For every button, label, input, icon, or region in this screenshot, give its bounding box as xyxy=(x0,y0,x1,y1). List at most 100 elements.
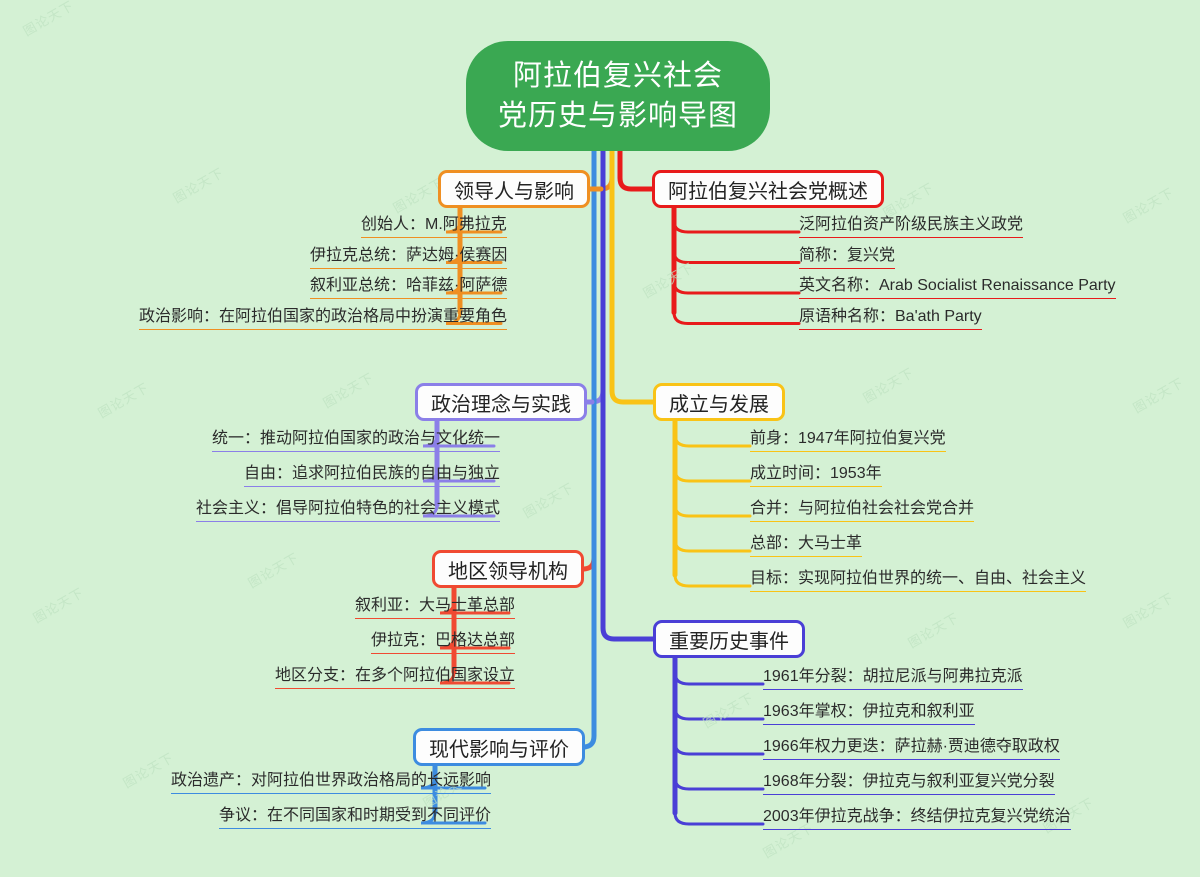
branch-node-modern[interactable]: 现代影响与评价 xyxy=(413,728,585,766)
connector xyxy=(673,538,752,553)
leaf-label: 合并：与阿拉伯社会社会党合并 xyxy=(750,500,975,517)
leaf-item[interactable]: 争议：在不同国家和时期受到不同评价 xyxy=(219,806,492,829)
connector xyxy=(673,776,765,791)
connector xyxy=(672,311,801,325)
leaf-item[interactable]: 政治影响：在阿拉伯国家的政治格局中扮演重要角色 xyxy=(139,307,508,330)
root-title-line1: 阿拉伯复兴社会 xyxy=(512,60,723,92)
leaf-label: 社会主义：倡导阿拉伯特色的社会主义模式 xyxy=(196,500,501,517)
branch-node-founding[interactable]: 成立与发展 xyxy=(653,383,785,421)
leaf-label: 1961年分裂：胡拉尼派与阿弗拉克派 xyxy=(763,668,1023,685)
connector xyxy=(673,741,765,756)
leaf-label: 伊拉克总统：萨达姆·侯赛因 xyxy=(310,246,508,264)
leaf-label: 统一：推动阿拉伯国家的政治与文化统一 xyxy=(212,430,501,447)
branch-label: 现代影响与评价 xyxy=(429,738,569,761)
watermark: 图论天下 xyxy=(95,379,152,421)
leaf-item[interactable]: 统一：推动阿拉伯国家的政治与文化统一 xyxy=(212,429,501,452)
leaf-item[interactable]: 叙利亚：大马士革总部 xyxy=(355,596,516,619)
connector xyxy=(576,144,597,572)
connector xyxy=(673,671,765,686)
branch-label: 重要历史事件 xyxy=(669,630,789,653)
connector xyxy=(673,433,752,448)
branch-node-leaders[interactable]: 领导人与影响 xyxy=(438,170,590,208)
leaf-item[interactable]: 自由：追求阿拉伯民族的自由与独立 xyxy=(244,464,501,487)
leaf-label: 总部：大马士革 xyxy=(750,535,863,552)
watermark: 图论天下 xyxy=(170,164,227,206)
watermark: 图论天下 xyxy=(640,259,697,301)
leaf-item[interactable]: 1961年分裂：胡拉尼派与阿弗拉克派 xyxy=(763,667,1023,690)
branch-node-ideology[interactable]: 政治理念与实践 xyxy=(415,383,587,421)
watermark: 图论天下 xyxy=(30,584,87,626)
leaf-label: 英文名称：Arab Socialist Renaissance Party xyxy=(799,277,1116,294)
leaf-label: 简称：复兴党 xyxy=(799,246,896,264)
connector xyxy=(585,144,606,405)
leaf-item[interactable]: 伊拉克：巴格达总部 xyxy=(371,631,516,654)
leaf-item[interactable]: 地区分支：在多个阿拉伯国家设立 xyxy=(275,666,516,689)
leaf-label: 叙利亚总统：哈菲兹·阿萨德 xyxy=(310,277,508,294)
watermark: 图论天下 xyxy=(245,549,302,591)
connector xyxy=(673,573,752,588)
leaf-item[interactable]: 创始人：M.阿弗拉克 xyxy=(361,215,507,238)
leaf-item[interactable]: 原语种名称：Ba'ath Party xyxy=(799,307,982,330)
connector xyxy=(600,144,656,642)
leaf-label: 目标：实现阿拉伯世界的统一、自由、社会主义 xyxy=(750,570,1087,587)
branch-label: 成立与发展 xyxy=(669,393,769,416)
watermark: 图论天下 xyxy=(1120,184,1177,226)
connector xyxy=(672,219,801,234)
watermark: 图论天下 xyxy=(1120,589,1177,631)
leaf-item[interactable]: 成立时间：1953年 xyxy=(750,464,882,487)
root-node[interactable]: 阿拉伯复兴社会 党历史与影响导图 xyxy=(466,41,770,151)
leaf-item[interactable]: 伊拉克总统：萨达姆·侯赛因 xyxy=(310,246,508,269)
branch-label: 领导人与影响 xyxy=(454,180,574,203)
leaf-label: 地区分支：在多个阿拉伯国家设立 xyxy=(275,667,516,684)
leaf-label: 叙利亚：大马士革总部 xyxy=(355,597,516,614)
leaf-label: 创始人：M.阿弗拉克 xyxy=(361,216,507,233)
branch-node-regional[interactable]: 地区领导机构 xyxy=(432,550,584,588)
leaf-label: 1966年权力更迭：萨拉赫·贾迪德夺取政权 xyxy=(763,738,1060,755)
connector xyxy=(673,811,765,826)
branch-node-events[interactable]: 重要历史事件 xyxy=(653,620,805,658)
leaf-item[interactable]: 合并：与阿拉伯社会社会党合并 xyxy=(750,499,975,522)
leaf-item[interactable]: 1966年权力更迭：萨拉赫·贾迪德夺取政权 xyxy=(763,737,1060,760)
watermark: 图论天下 xyxy=(905,609,962,651)
leaf-item[interactable]: 目标：实现阿拉伯世界的统一、自由、社会主义 xyxy=(750,569,1087,592)
branch-label: 政治理念与实践 xyxy=(431,393,571,416)
leaf-item[interactable]: 英文名称：Arab Socialist Renaissance Party xyxy=(799,276,1116,299)
connector xyxy=(672,280,801,295)
leaf-label: 争议：在不同国家和时期受到不同评价 xyxy=(219,807,492,824)
watermark: 图论天下 xyxy=(860,364,917,406)
leaf-label: 1963年掌权：伊拉克和叙利亚 xyxy=(763,703,975,720)
watermark: 图论天下 xyxy=(700,689,757,731)
leaf-item[interactable]: 政治遗产：对阿拉伯世界政治格局的长远影响 xyxy=(171,771,492,794)
watermark: 图论天下 xyxy=(520,479,577,521)
connector xyxy=(609,144,656,405)
watermark: 图论天下 xyxy=(20,0,77,39)
branch-label: 地区领导机构 xyxy=(448,560,568,583)
leaf-item[interactable]: 叙利亚总统：哈菲兹·阿萨德 xyxy=(310,276,508,299)
leaf-label: 自由：追求阿拉伯民族的自由与独立 xyxy=(244,465,501,482)
connector xyxy=(576,144,597,750)
leaf-label: 原语种名称：Ba'ath Party xyxy=(799,307,982,325)
leaf-item[interactable]: 2003年伊拉克战争：终结伊拉克复兴党统治 xyxy=(763,807,1071,830)
leaf-item[interactable]: 简称：复兴党 xyxy=(799,246,896,269)
leaf-item[interactable]: 社会主义：倡导阿拉伯特色的社会主义模式 xyxy=(196,499,501,522)
leaf-item[interactable]: 1963年掌权：伊拉克和叙利亚 xyxy=(763,702,975,725)
leaf-label: 政治遗产：对阿拉伯世界政治格局的长远影响 xyxy=(171,772,492,789)
leaf-label: 泛阿拉伯资产阶级民族主义政党 xyxy=(799,216,1024,233)
watermark: 图论天下 xyxy=(120,749,177,791)
branch-node-overview[interactable]: 阿拉伯复兴社会党概述 xyxy=(652,170,884,208)
leaf-item[interactable]: 泛阿拉伯资产阶级民族主义政党 xyxy=(799,215,1024,238)
leaf-label: 成立时间：1953年 xyxy=(750,465,882,482)
leaf-label: 2003年伊拉克战争：终结伊拉克复兴党统治 xyxy=(763,808,1071,825)
connector xyxy=(594,144,615,192)
leaf-label: 政治影响：在阿拉伯国家的政治格局中扮演重要角色 xyxy=(139,307,508,325)
leaf-item[interactable]: 总部：大马士革 xyxy=(750,534,863,557)
connector xyxy=(673,468,752,483)
leaf-item[interactable]: 1968年分裂：伊拉克与叙利亚复兴党分裂 xyxy=(763,772,1055,795)
leaf-item[interactable]: 前身：1947年阿拉伯复兴党 xyxy=(750,429,946,452)
leaf-label: 伊拉克：巴格达总部 xyxy=(371,632,516,649)
root-title-line2: 党历史与影响导图 xyxy=(497,100,738,132)
watermark: 图论天下 xyxy=(1130,374,1187,416)
connector xyxy=(672,250,801,264)
connector xyxy=(673,503,752,518)
